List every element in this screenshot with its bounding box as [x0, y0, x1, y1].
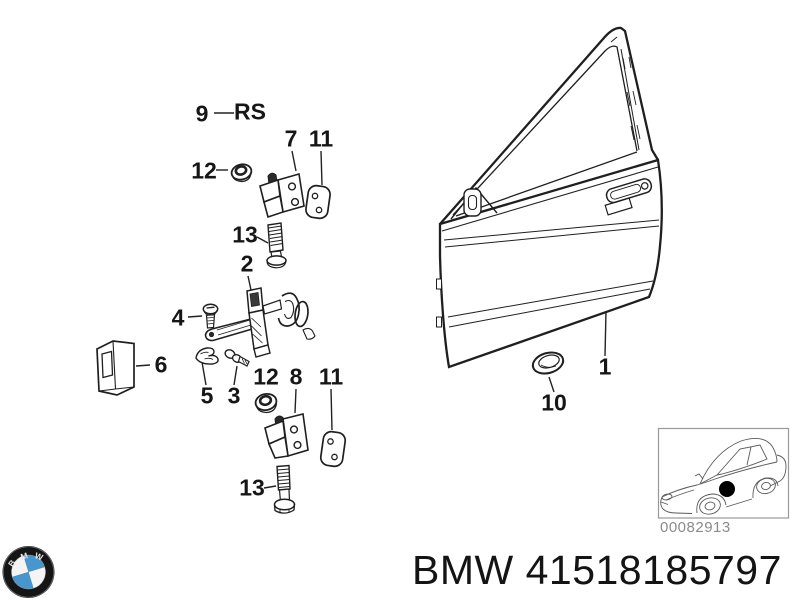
door-location-dot [719, 481, 735, 497]
part-8-hinge-drawing [264, 413, 309, 459]
part-label-13-lower: 13 [239, 474, 265, 501]
part-label-9: 9 [195, 100, 209, 127]
part-label-13-upper: 13 [232, 221, 258, 248]
bmw-logo: B M W [2, 546, 55, 598]
part-label-4: 4 [171, 304, 185, 331]
part-10-plug-drawing [531, 351, 565, 375]
part-11-lower-plate-drawing [319, 430, 347, 468]
part-label-7: 7 [284, 125, 298, 152]
part-7-hinge-drawing [259, 172, 305, 219]
image-code: 00082913 [660, 519, 731, 536]
part-label-5: 5 [200, 382, 214, 409]
door-drawing [436, 26, 663, 369]
part-11-upper-plate-drawing [305, 184, 331, 220]
part-label-10: 10 [541, 389, 567, 416]
part-6-cover-drawing [96, 340, 135, 396]
part-2-check-strap-drawing [204, 287, 316, 358]
part-label-11-upper: 11 [308, 125, 334, 152]
part-label-1: 1 [598, 353, 612, 380]
mirror-mount-detail [450, 186, 498, 220]
part-label-6: 6 [154, 351, 168, 378]
part-label-12-lower: 12 [253, 363, 279, 390]
part-label-11-lower: 11 [318, 363, 344, 390]
part-13-upper-bolt-drawing [266, 222, 287, 269]
door-handle-detail [604, 178, 653, 216]
leader-lines [135, 112, 607, 489]
part-13-lower-bolt-drawing [273, 464, 296, 514]
part-12-upper-nut-drawing [230, 163, 253, 183]
part-label-3: 3 [227, 382, 241, 409]
part-4-screw-drawing [202, 303, 219, 329]
part-label-12-upper: 12 [191, 157, 217, 184]
logo-letter-w: W [33, 550, 45, 563]
part-12-lower-nut-drawing [254, 392, 278, 414]
part-label-rs: RS [234, 98, 266, 125]
part-3-bolt-drawing [224, 349, 250, 367]
logo-letter-b: B [6, 558, 18, 569]
part-label-2: 2 [240, 250, 254, 277]
logo-letter-m: M [19, 550, 29, 562]
part-5-clip-drawing [195, 347, 219, 365]
part-number-line: BMW 41518185797 [412, 547, 782, 593]
car-thumbnail [657, 427, 790, 519]
part-label-8: 8 [289, 363, 303, 390]
